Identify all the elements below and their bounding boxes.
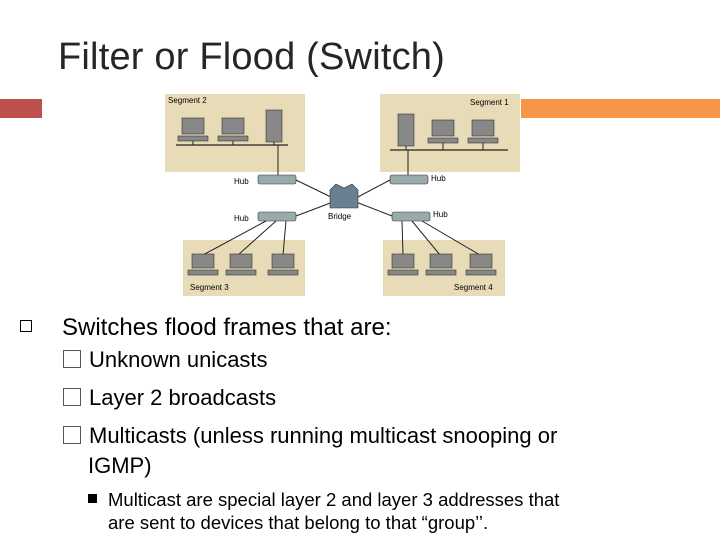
segment-1-label: Segment 1 (470, 98, 509, 107)
accent-bar-right (521, 99, 720, 118)
hub-devices (257, 174, 431, 222)
segment-2-computers (177, 109, 283, 143)
hub-label-top-left: Hub (234, 177, 249, 186)
sub-bullet: Multicasts (unless running multicast sno… (63, 422, 557, 450)
segment-4-label: Segment 4 (454, 283, 493, 292)
sub-bullet-text: Layer 2 broadcasts (89, 385, 277, 410)
segment-2-label: Segment 2 (168, 96, 207, 105)
network-diagram: Segment 2 Segment 1 Segment 3 Segment 4 … (165, 94, 520, 296)
sub-bullet-text: Unknown unicasts (89, 347, 268, 372)
sub-sub-bullet-line-1: Multicast are special layer 2 and layer … (108, 489, 560, 510)
hub-label-bottom-right: Hub (433, 210, 448, 219)
main-bullet-text: Switches flood frames that are: (62, 314, 392, 341)
bridge-label: Bridge (328, 212, 352, 221)
checkbox-bullet-icon (63, 350, 81, 368)
sub-bullet-text: Multicasts (unless running multicast sno… (89, 423, 558, 448)
bridge-device (329, 183, 359, 209)
sub-sub-bullet-line-2: are sent to devices that belong to that … (108, 512, 489, 533)
segment-3-label: Segment 3 (190, 283, 229, 292)
sub-bullet-text: IGMP) (88, 453, 152, 478)
segment-3-computers (187, 253, 299, 276)
filled-square-bullet-icon (88, 494, 97, 503)
sub-sub-bullet: Multicast are special layer 2 and layer … (88, 488, 688, 534)
sub-bullet: Unknown unicasts (63, 346, 268, 374)
hub-label-bottom-left: Hub (234, 214, 249, 223)
hollow-square-bullet-icon (20, 320, 32, 332)
sub-bullet-continuation: IGMP) (88, 452, 152, 480)
segment-4-computers (387, 253, 497, 276)
checkbox-bullet-icon (63, 388, 81, 406)
checkbox-bullet-icon (63, 426, 81, 444)
sub-bullet: Layer 2 broadcasts (63, 384, 276, 412)
slide-title: Filter or Flood (Switch) (58, 36, 445, 78)
hub-label-top-right: Hub (431, 174, 446, 183)
accent-bar-left (0, 99, 42, 118)
